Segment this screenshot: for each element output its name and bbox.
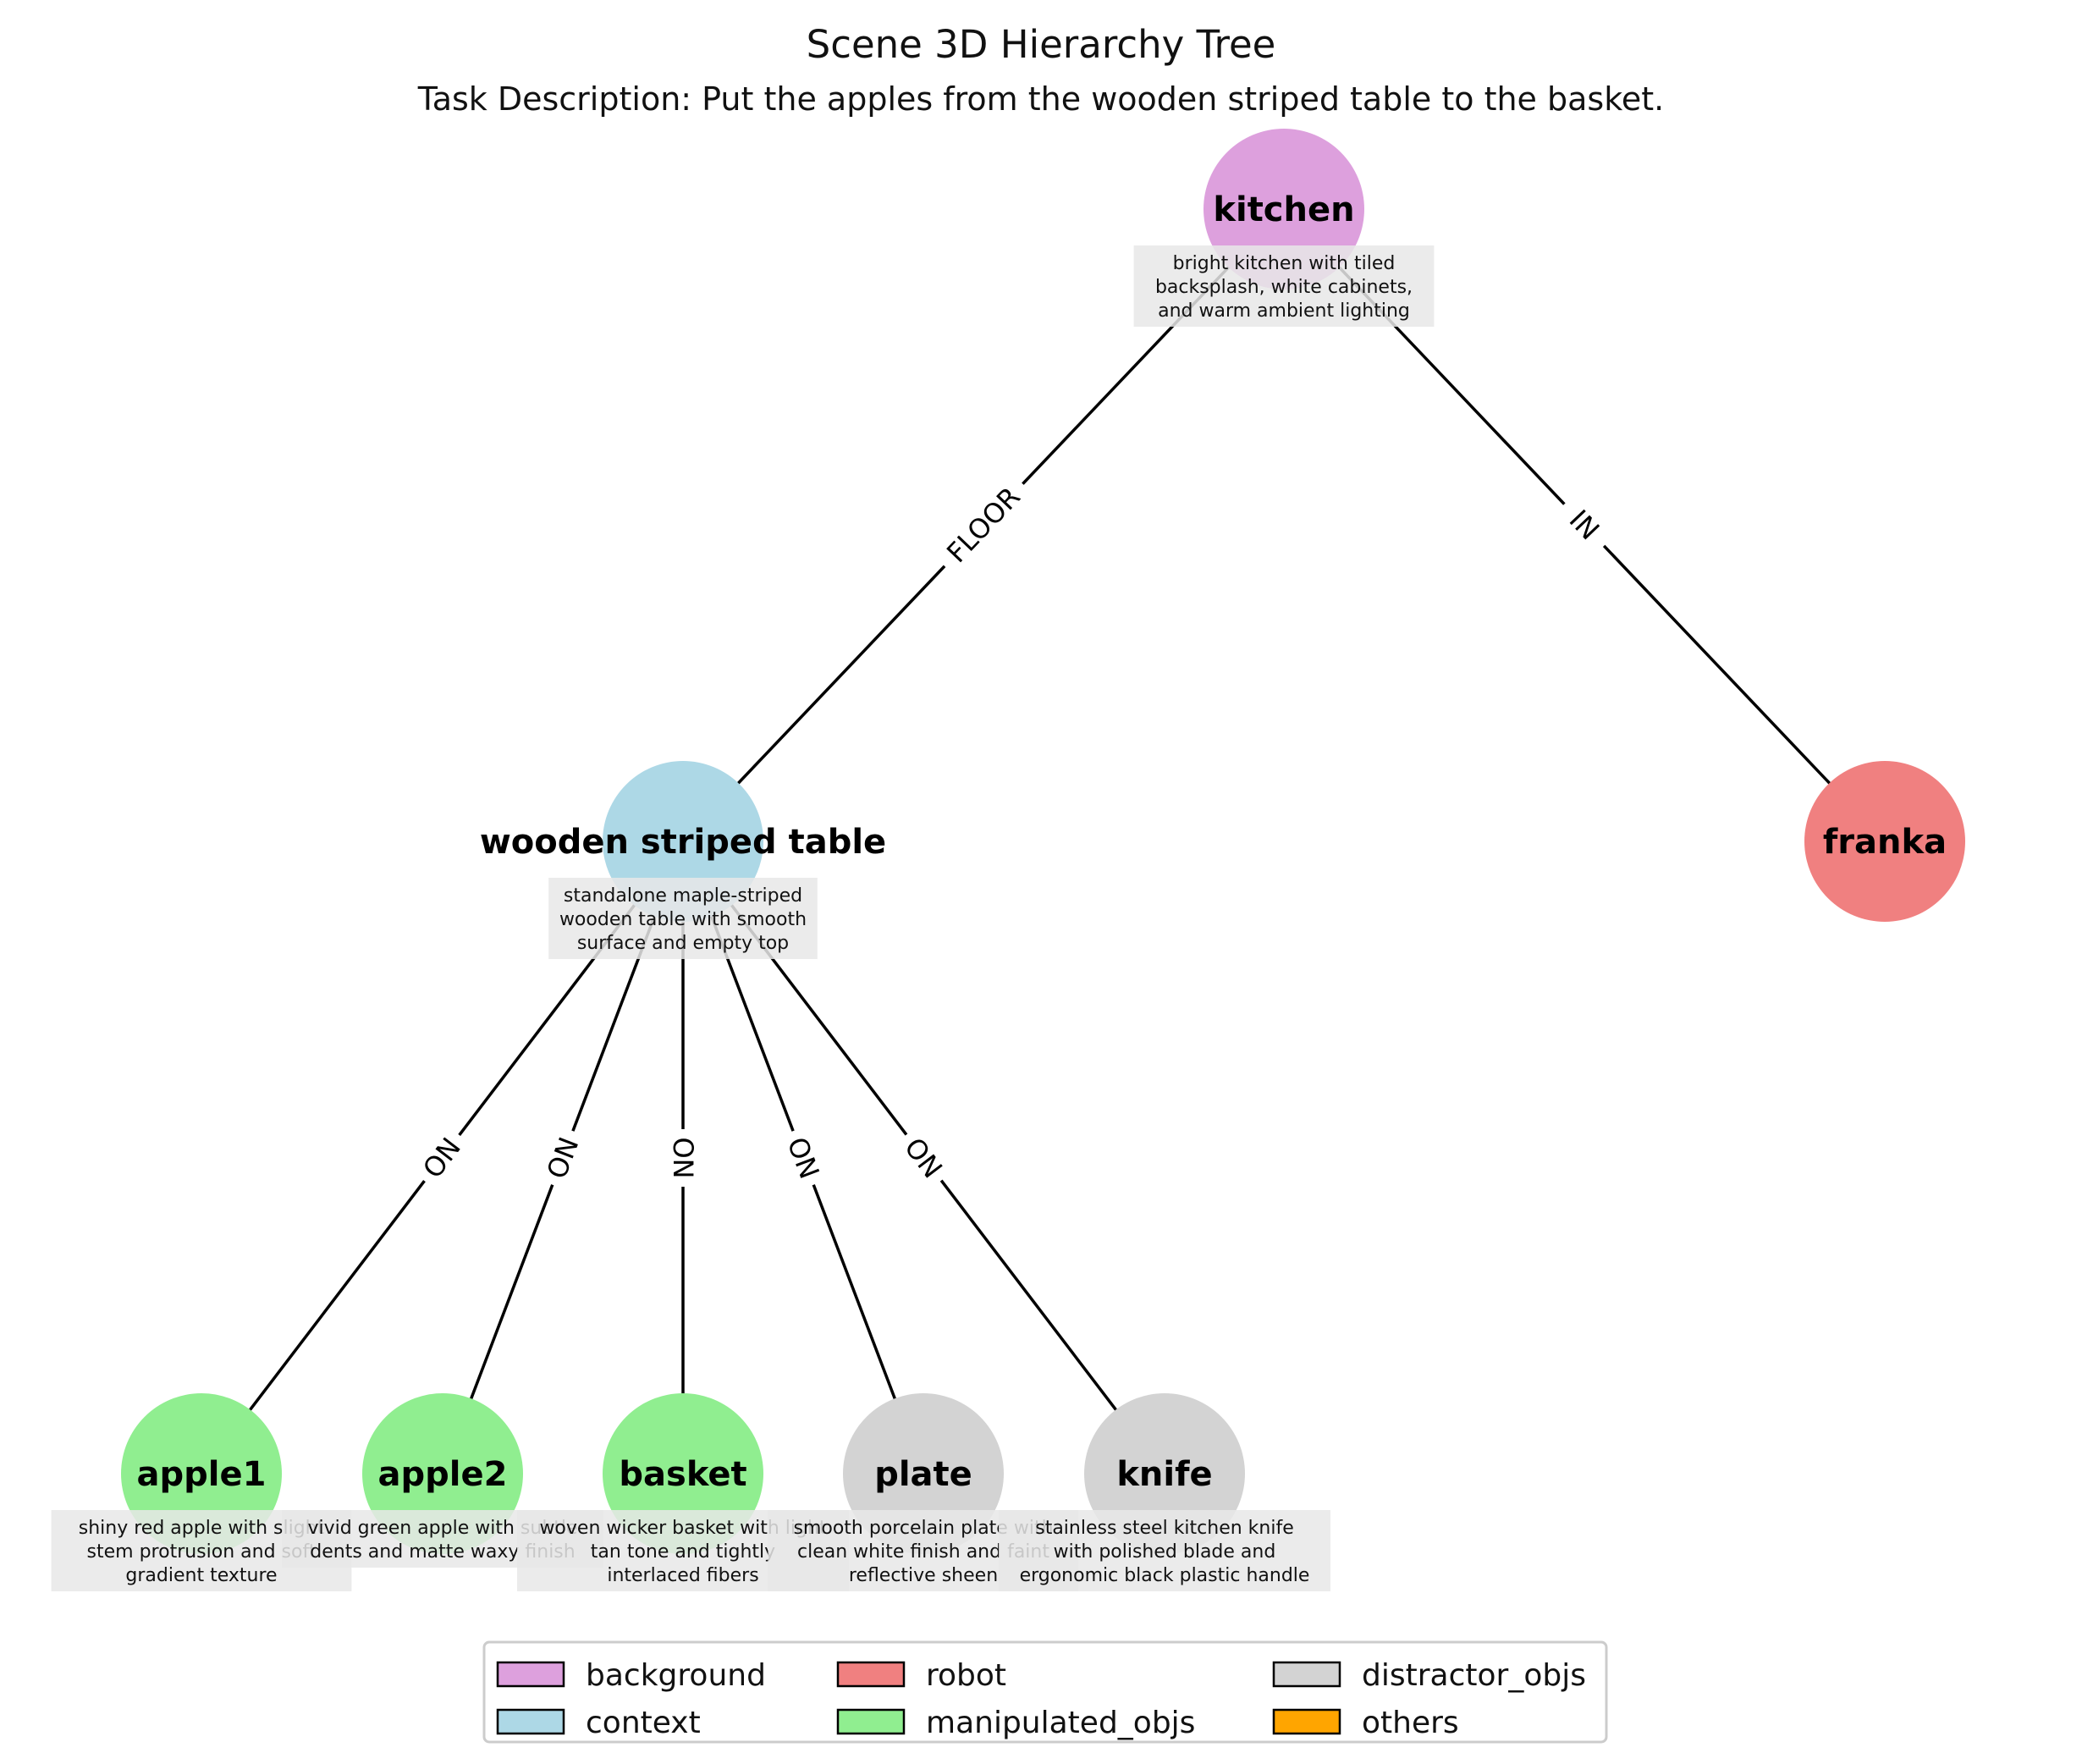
node-label: apple1 — [137, 1455, 267, 1494]
description-line: bright kitchen with tiled — [1173, 253, 1396, 274]
legend-swatch — [496, 1708, 565, 1735]
description-line: ergonomic black plastic handle — [1020, 1565, 1310, 1586]
edge-label-bg — [1550, 489, 1619, 560]
legend-item-distractor_objs: distractor_objs — [1272, 1658, 1586, 1693]
edge-label-bg — [533, 1123, 592, 1193]
description-box — [1133, 245, 1435, 327]
descriptions-layer: bright kitchen with tiled backsplash, whi… — [51, 245, 1435, 1591]
edge-label-group: ON — [533, 1123, 592, 1193]
legend-label: distractor_objs — [1362, 1658, 1586, 1693]
node-franka[interactable]: franka — [1804, 761, 1965, 922]
legend-item-context: context — [496, 1706, 701, 1740]
legend-item-background: background — [496, 1658, 766, 1693]
description-line: surface and empty top — [577, 933, 789, 954]
legend-item-robot: robot — [836, 1658, 1006, 1693]
description-line: and warm ambient lighting — [1158, 300, 1410, 322]
node-label: plate — [874, 1455, 972, 1494]
edge-label-bg — [408, 1122, 476, 1193]
node-label: wooden striped table — [480, 823, 886, 862]
edge-label-bg — [929, 469, 1038, 581]
legend-swatch — [1272, 1661, 1341, 1688]
description-box — [548, 878, 818, 959]
legend-label: robot — [926, 1658, 1006, 1693]
diagram-title: Scene 3D Hierarchy Tree — [807, 22, 1276, 67]
description-line: gradient texture — [125, 1565, 277, 1586]
edge-label: FLOOR — [940, 481, 1027, 569]
legend-label: others — [1362, 1706, 1459, 1740]
legend-label: background — [586, 1658, 766, 1693]
edge-label: ON — [667, 1137, 699, 1178]
legend-swatch — [496, 1661, 565, 1688]
legend-label: manipulated_objs — [926, 1706, 1195, 1740]
description-box — [999, 1510, 1330, 1591]
edge-label-bg — [663, 1129, 703, 1187]
task-description: Task Description: Put the apples from th… — [417, 80, 1664, 118]
edge-label-bg — [890, 1122, 957, 1193]
nodes-layer: kitchen wooden striped table franka apple1 a… — [121, 129, 1965, 1554]
node-label: kitchen — [1213, 190, 1354, 229]
description-line: interlaced fibers — [607, 1565, 758, 1586]
node-label: knife — [1116, 1455, 1212, 1494]
edge-table-basket: ON — [663, 841, 703, 1474]
edge-label-group: ON — [663, 1129, 703, 1187]
description-line: standalone maple-striped — [564, 885, 802, 907]
node-label: apple2 — [378, 1455, 508, 1494]
edge-label-bg — [774, 1123, 833, 1193]
node-label: franka — [1823, 823, 1947, 862]
legend-swatch — [836, 1708, 906, 1735]
node-description-kitchen: bright kitchen with tiled backsplash, whi… — [1133, 245, 1435, 327]
edge-label-group: IN — [1550, 489, 1619, 560]
edges-layer: FLOOR IN ON ON ON ON ON — [200, 207, 1886, 1475]
description-line: stem protrusion and soft — [87, 1541, 317, 1563]
legend-item-others: others — [1272, 1706, 1459, 1740]
description-line: tan tone and tightly — [591, 1541, 775, 1563]
legend-label: context — [586, 1706, 701, 1740]
legend-swatch — [1272, 1708, 1341, 1735]
description-line: reflective sheen — [849, 1565, 998, 1586]
description-line: stainless steel kitchen knife — [1035, 1518, 1294, 1539]
edge-label-group: ON — [890, 1122, 957, 1193]
legend-swatch — [836, 1661, 906, 1688]
legend-item-manipulated_objs: manipulated_objs — [836, 1706, 1195, 1740]
edge-label-group: FLOOR — [929, 469, 1038, 581]
description-line: backsplash, white cabinets, — [1155, 277, 1413, 298]
legend: background context robot manipulated_objs di… — [482, 1640, 1608, 1744]
edge-label-group: ON — [774, 1123, 833, 1193]
node-circle — [1804, 761, 1965, 922]
node-label: basket — [619, 1455, 746, 1494]
description-line: with polished blade and — [1054, 1541, 1276, 1563]
edge-label-group: ON — [408, 1122, 476, 1193]
description-line: wooden table with smooth — [559, 909, 807, 930]
